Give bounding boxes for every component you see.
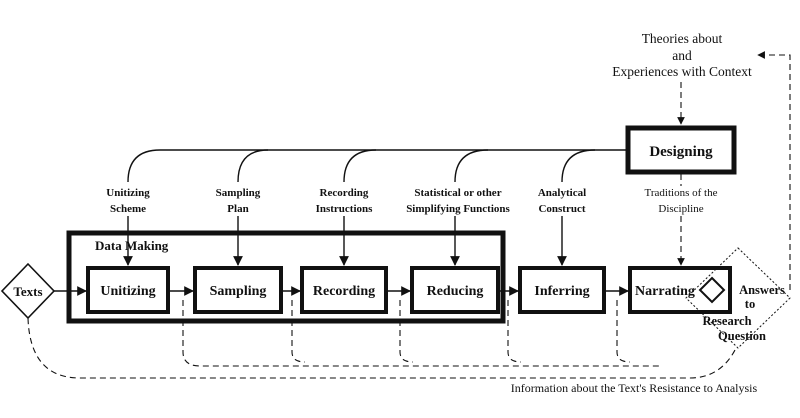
context-label: Theories about and Experiences with Cont… [612, 31, 752, 79]
recording-box [300, 266, 388, 314]
data-making-label: Data Making [95, 238, 169, 253]
traditions-label-1: Traditions of the [645, 187, 718, 199]
inferring-box [518, 266, 606, 314]
reducing-functions-label-1: Statistical or other [414, 187, 501, 199]
analytical-construct-label-2: Construct [538, 203, 585, 215]
design-curve-recording [343, 149, 377, 183]
resistance-loop-sampling [182, 300, 660, 367]
feedback-to-context-arrow [757, 51, 791, 290]
resistance-loop-outer [27, 317, 736, 379]
resistance-loop-reducing [399, 300, 414, 363]
resistance-label: Information about the Text's Resistance … [511, 381, 758, 395]
design-curve-sampling [237, 149, 269, 183]
designing-box [625, 125, 737, 175]
sampling-plan-label-1: Sampling [216, 187, 261, 199]
narrating-small-diamond [698, 276, 726, 304]
design-curve-inferring [561, 149, 596, 183]
design-curve-unitizing [127, 149, 628, 183]
inferring-label: Inferring [534, 284, 589, 299]
texts-label: Texts [13, 284, 42, 299]
answers-label-1: Answers [739, 283, 785, 297]
sampling-plan-label-2: Plan [227, 203, 248, 215]
recording-instructions-label-1: Recording [320, 187, 369, 199]
narrating-box [628, 266, 732, 314]
designing-label: Designing [649, 144, 713, 160]
unitizing-scheme-label-1: Unitizing [106, 187, 150, 199]
answers-label-3: Research [702, 314, 751, 328]
sampling-label: Sampling [210, 284, 267, 299]
context-line-1: Theories about [642, 31, 723, 46]
resistance-loop-narrating [616, 300, 631, 363]
answers-diamond [685, 247, 791, 349]
unitizing-box [86, 266, 170, 314]
design-curve-reducing [454, 149, 489, 183]
unitizing-label: Unitizing [100, 284, 155, 299]
resistance-loop-recording [291, 300, 306, 363]
traditions-label-2: Discipline [658, 203, 703, 215]
reducing-functions-label-2: Simplifying Functions [406, 203, 510, 215]
analytical-construct-label-1: Analytical [538, 187, 586, 199]
reducing-box [410, 266, 500, 314]
recording-label: Recording [313, 284, 375, 299]
data-making-group [66, 230, 506, 324]
sampling-box [193, 266, 283, 314]
context-line-3: Experiences with Context [612, 64, 752, 79]
resistance-loop-inferring [507, 300, 522, 363]
answers-label-2: to [745, 297, 755, 311]
narrating-label: Narrating [635, 284, 695, 299]
reducing-label: Reducing [427, 284, 484, 299]
answers-label-4: Question [718, 329, 766, 343]
context-line-2: and [672, 48, 692, 63]
unitizing-scheme-label-2: Scheme [110, 203, 146, 215]
recording-instructions-label-2: Instructions [316, 203, 374, 215]
